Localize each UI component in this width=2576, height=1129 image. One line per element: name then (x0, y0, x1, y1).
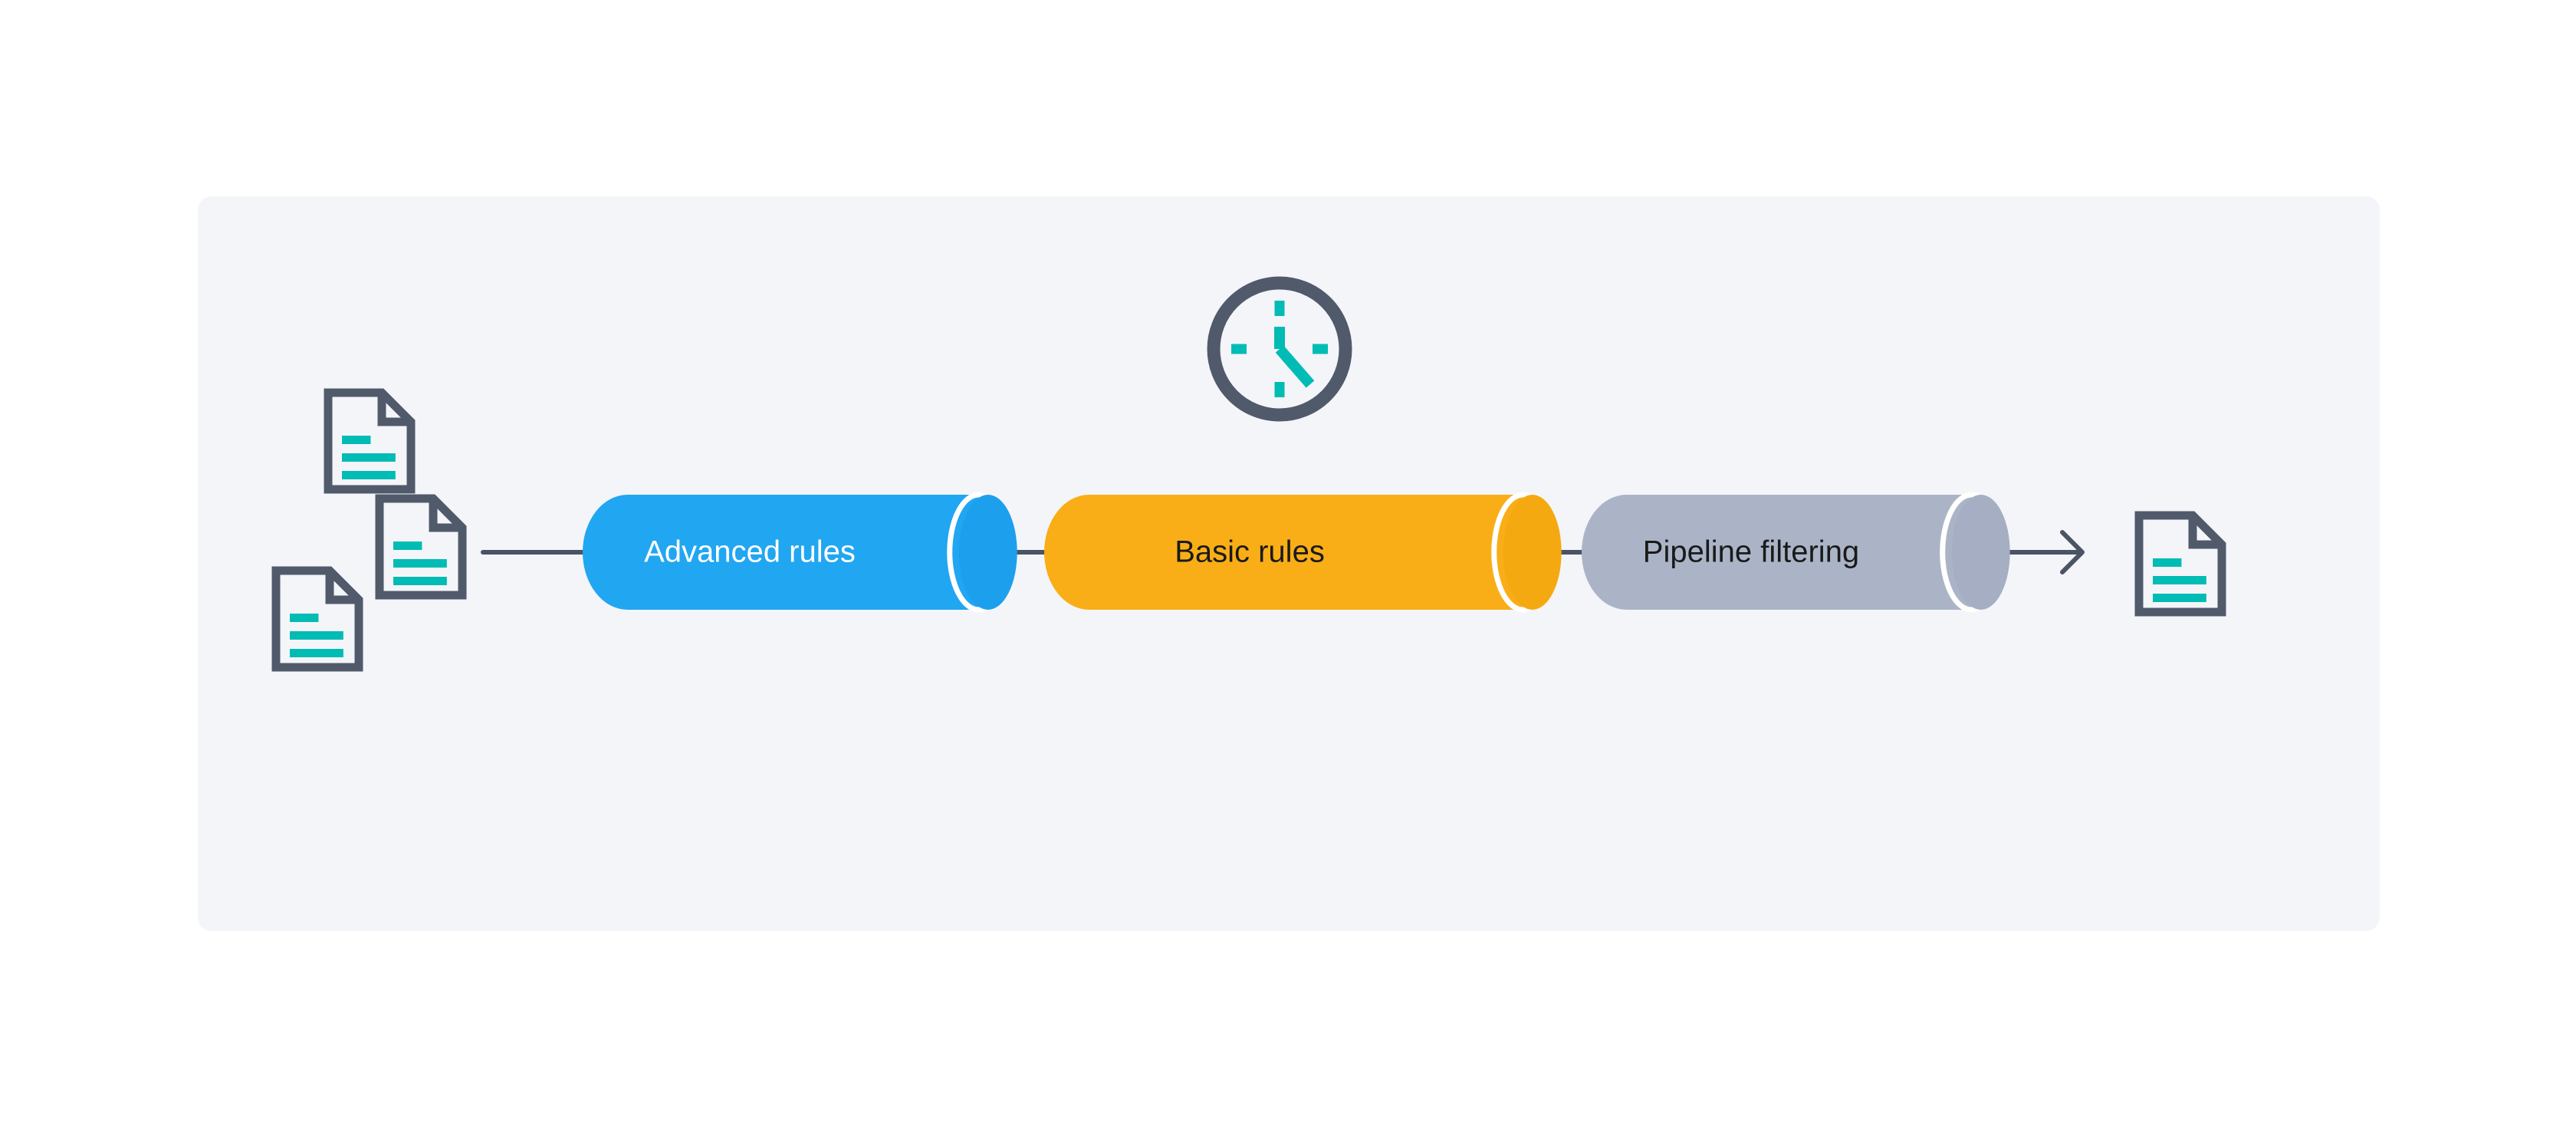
node-end-cap (958, 495, 1017, 610)
node-end-cap (1503, 495, 1562, 610)
arrow-right-icon (2060, 530, 2085, 574)
node-label-pipeline-filtering: Pipeline filtering (1643, 535, 1859, 569)
document-text-line-1 (2153, 576, 2206, 584)
document-fold (325, 571, 359, 604)
document-icon-top (324, 388, 416, 494)
node-label-advanced-rules: Advanced rules (644, 535, 856, 569)
document-fold (2188, 515, 2222, 549)
clock-icon (1207, 276, 1352, 422)
document-text-line-0 (2153, 558, 2182, 567)
document-text-line-2 (342, 471, 396, 479)
document-text-line-2 (2153, 594, 2206, 602)
node-body (1582, 495, 1982, 610)
node-end-cap (1951, 495, 2010, 610)
document-text-line-0 (393, 541, 422, 550)
document-icon-bottom (271, 566, 363, 672)
document-text-line-0 (342, 436, 371, 444)
node-body (583, 495, 989, 610)
document-text-line-1 (393, 559, 447, 568)
document-text-line-0 (290, 614, 319, 622)
node-label-basic-rules: Basic rules (1175, 535, 1325, 569)
document-fold (377, 393, 411, 426)
document-icon-middle (375, 494, 467, 600)
clock-hour-hand (1275, 345, 1315, 388)
document-fold (429, 499, 462, 532)
node-basic-rules[interactable]: Basic rules (1044, 492, 1562, 613)
document-text-line-2 (393, 577, 447, 585)
node-advanced-rules[interactable]: Advanced rules (583, 492, 1017, 613)
node-pipeline-filtering[interactable]: Pipeline filtering (1582, 492, 2010, 613)
document-icon-output (2134, 511, 2226, 617)
node-body (1044, 495, 1533, 610)
document-icons-layer (271, 388, 2226, 672)
document-text-line-1 (290, 631, 343, 640)
document-text-line-1 (342, 453, 396, 462)
clock-ring (1207, 276, 1352, 422)
document-text-line-2 (290, 649, 343, 657)
cylinder-nodes-layer: Advanced rules Basic rules Pipeline filter… (583, 492, 2010, 613)
